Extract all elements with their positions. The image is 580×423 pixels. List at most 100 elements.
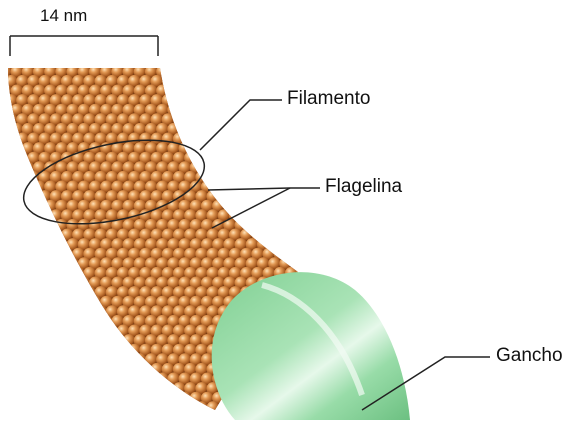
flagellin-bead bbox=[72, 56, 85, 69]
flagellin-bead bbox=[89, 373, 102, 386]
flagellin-bead bbox=[61, 286, 74, 299]
flagellin-bead bbox=[0, 257, 12, 270]
flagellin-bead bbox=[195, 113, 208, 126]
flagellin-bead bbox=[72, 363, 85, 376]
flagellin-bead bbox=[44, 257, 57, 270]
flagellin-bead bbox=[201, 411, 214, 423]
flagellin-bead bbox=[162, 401, 175, 414]
flagellin-bead bbox=[207, 401, 220, 414]
flagellin-bead bbox=[33, 257, 46, 270]
flagellin-bead bbox=[0, 190, 6, 203]
flagellin-bead bbox=[285, 248, 298, 261]
flagellin-bead bbox=[0, 75, 6, 88]
flagellin-bead bbox=[240, 190, 253, 203]
flagellin-bead bbox=[22, 257, 35, 270]
flagellin-bead bbox=[0, 104, 12, 117]
flagellin-bead bbox=[201, 65, 214, 78]
flagellin-bead bbox=[33, 353, 46, 366]
flagellin-bead bbox=[179, 123, 192, 136]
flagellin-bead bbox=[285, 75, 298, 88]
flagellin-bead bbox=[179, 65, 192, 78]
flagellin-bead bbox=[10, 411, 23, 423]
flagellin-bead bbox=[274, 190, 287, 203]
flagellin-bead bbox=[89, 392, 102, 405]
flagellin-bead bbox=[22, 315, 35, 328]
flagellin-bead bbox=[268, 104, 281, 117]
flagellin-bead bbox=[61, 363, 74, 376]
flagellin-bead bbox=[5, 56, 18, 69]
flagellin-bead bbox=[89, 411, 102, 423]
flagellin-bead bbox=[61, 305, 74, 318]
flagellin-bead bbox=[0, 209, 6, 222]
flagellin-bead bbox=[184, 94, 197, 107]
flagellin-bead bbox=[10, 142, 23, 155]
flagellin-bead bbox=[212, 181, 225, 194]
flagellin-bead bbox=[218, 56, 231, 69]
flagellin-bead bbox=[285, 171, 298, 184]
flagellin-bead bbox=[235, 123, 248, 136]
flagellin-bead bbox=[212, 411, 225, 423]
flagellin-bead bbox=[106, 382, 119, 395]
flagellin-bead bbox=[179, 104, 192, 117]
flagellin-bead bbox=[184, 75, 197, 88]
flagellin-bead bbox=[72, 344, 85, 357]
flagellin-bead bbox=[78, 315, 91, 328]
flagellin-bead bbox=[61, 401, 74, 414]
flagellin-bead bbox=[50, 267, 63, 280]
flagellin-bead bbox=[223, 161, 236, 174]
flagellin-bead bbox=[128, 363, 141, 376]
flagellin-bead bbox=[218, 152, 231, 165]
flagellin-bead bbox=[16, 152, 29, 165]
flagellin-bead bbox=[251, 133, 264, 146]
flagellin-bead bbox=[10, 334, 23, 347]
flagellin-bead bbox=[218, 133, 231, 146]
flagellin-bead bbox=[302, 181, 315, 194]
flagellin-bead bbox=[156, 392, 169, 405]
flagellin-bead bbox=[190, 411, 203, 423]
flagellin-bead bbox=[16, 286, 29, 299]
flagellin-bead bbox=[251, 209, 264, 222]
flagellin-bead bbox=[55, 257, 68, 270]
flagellin-bead bbox=[106, 56, 119, 69]
flagellin-bead bbox=[67, 277, 80, 290]
flagellin-bead bbox=[151, 401, 164, 414]
flagellin-bead bbox=[223, 65, 236, 78]
flagellin-bead bbox=[50, 286, 63, 299]
flagellin-bead bbox=[145, 411, 158, 423]
flagellin-bead bbox=[78, 296, 91, 309]
flagellin-bead bbox=[184, 113, 197, 126]
flagellin-bead bbox=[5, 401, 18, 414]
flagellin-bead bbox=[184, 133, 197, 146]
flagellin-bead bbox=[268, 85, 281, 98]
flagellin-bead bbox=[0, 286, 6, 299]
flagellin-bead bbox=[229, 75, 242, 88]
flagellin-bead bbox=[33, 200, 46, 213]
flagellin-bead bbox=[279, 238, 292, 251]
flagellin-bead bbox=[111, 392, 124, 405]
flagellin-bead bbox=[5, 382, 18, 395]
flagellin-bead bbox=[39, 229, 52, 242]
flagellin-bead bbox=[279, 65, 292, 78]
flagellin-bead bbox=[218, 190, 231, 203]
flagellin-bead bbox=[0, 315, 12, 328]
flagellin-bead bbox=[44, 296, 57, 309]
flagellin-bead bbox=[5, 209, 18, 222]
flagellin-bead bbox=[61, 382, 74, 395]
flagellin-bead bbox=[117, 344, 130, 357]
flagellin-bead bbox=[16, 209, 29, 222]
flagellin-bead bbox=[218, 171, 231, 184]
flagellin-bead bbox=[67, 315, 80, 328]
flagellin-bead bbox=[55, 392, 68, 405]
flagellin-bead bbox=[0, 200, 12, 213]
flagellin-bead bbox=[291, 142, 304, 155]
flagellin-bead bbox=[302, 200, 315, 213]
flagellin-bead bbox=[33, 219, 46, 232]
flagellin-bead bbox=[212, 142, 225, 155]
flagellin-bead bbox=[10, 161, 23, 174]
flagellin-bead bbox=[0, 219, 12, 232]
scale-bar bbox=[10, 36, 158, 56]
flagellin-bead bbox=[223, 104, 236, 117]
flagellin-bead bbox=[179, 392, 192, 405]
flagellin-bead bbox=[257, 161, 270, 174]
flagellin-bead bbox=[100, 373, 113, 386]
